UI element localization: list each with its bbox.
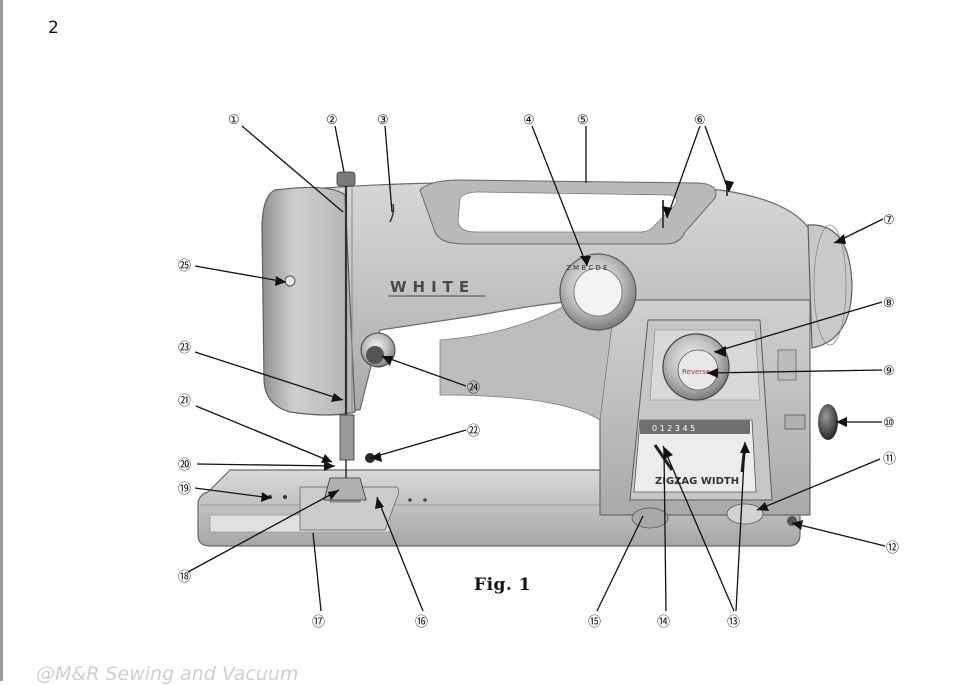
callout-6: ⑥ [694, 113, 706, 128]
callout-17: ⑰ [312, 615, 325, 630]
callout-12: ⑫ [886, 541, 899, 556]
callout-15: ⑮ [588, 615, 601, 630]
stitch-length-knob [777, 349, 838, 440]
callout-20: ⑳ [178, 458, 191, 473]
callout-arrowheads [261, 180, 847, 530]
callout-2: ② [326, 113, 338, 128]
callout-4: ④ [523, 113, 535, 128]
callout-8: ⑧ [883, 296, 895, 311]
callout-18: ⑱ [178, 570, 191, 585]
zigzag-width-label: ZIGZAG WIDTH [655, 476, 739, 487]
callout-3: ③ [377, 113, 389, 128]
dial-letters: Z M B C D E [566, 264, 607, 272]
callout-24: ㉔ [467, 381, 480, 396]
callout-19: ⑲ [178, 482, 191, 497]
callout-22: ㉒ [467, 424, 480, 439]
callout-25: ㉕ [178, 259, 191, 274]
control-panel: Reverse 0 1 2 3 4 5 ZIGZAG WIDTH [629, 319, 773, 501]
machine-arm: WHITE [261, 179, 821, 416]
page-number: 2 [48, 18, 59, 38]
zigzag-scale: 0 1 2 3 4 5 [652, 424, 695, 433]
callout-10: ⑩ [883, 416, 895, 431]
handwheel [807, 224, 853, 349]
watermark: @M&R Sewing and Vacuum [36, 663, 299, 685]
callout-13: ⑬ [727, 615, 740, 630]
base-knobs [631, 503, 797, 529]
callout-14: ⑭ [657, 615, 670, 630]
figure-caption: Fig. 1 [474, 575, 532, 595]
callout-5: ⑤ [577, 113, 589, 128]
callout-numbers: ① ② ③ ④ ⑤ ⑥ ⑦ ⑧ ⑨ ⑩ ⑪ ⑫ ⑬ ⑭ ⑮ ⑯ ⑰ ⑱ ⑲ ⑳ … [178, 113, 899, 630]
callout-21: ㉑ [178, 394, 191, 409]
callout-9: ⑨ [883, 364, 895, 379]
callout-23: ㉓ [178, 341, 191, 356]
callout-11: ⑪ [883, 452, 896, 467]
callout-7: ⑦ [883, 213, 895, 228]
callout-leaders [187, 125, 886, 612]
pattern-cam-dial: Z M B C D E [559, 253, 637, 331]
reverse-label: Reverse [682, 368, 710, 376]
brand-badge: WHITE [390, 278, 475, 296]
page-edge-rule [0, 0, 3, 681]
callout-1: ① [228, 113, 240, 128]
callout-16: ⑯ [415, 615, 428, 630]
